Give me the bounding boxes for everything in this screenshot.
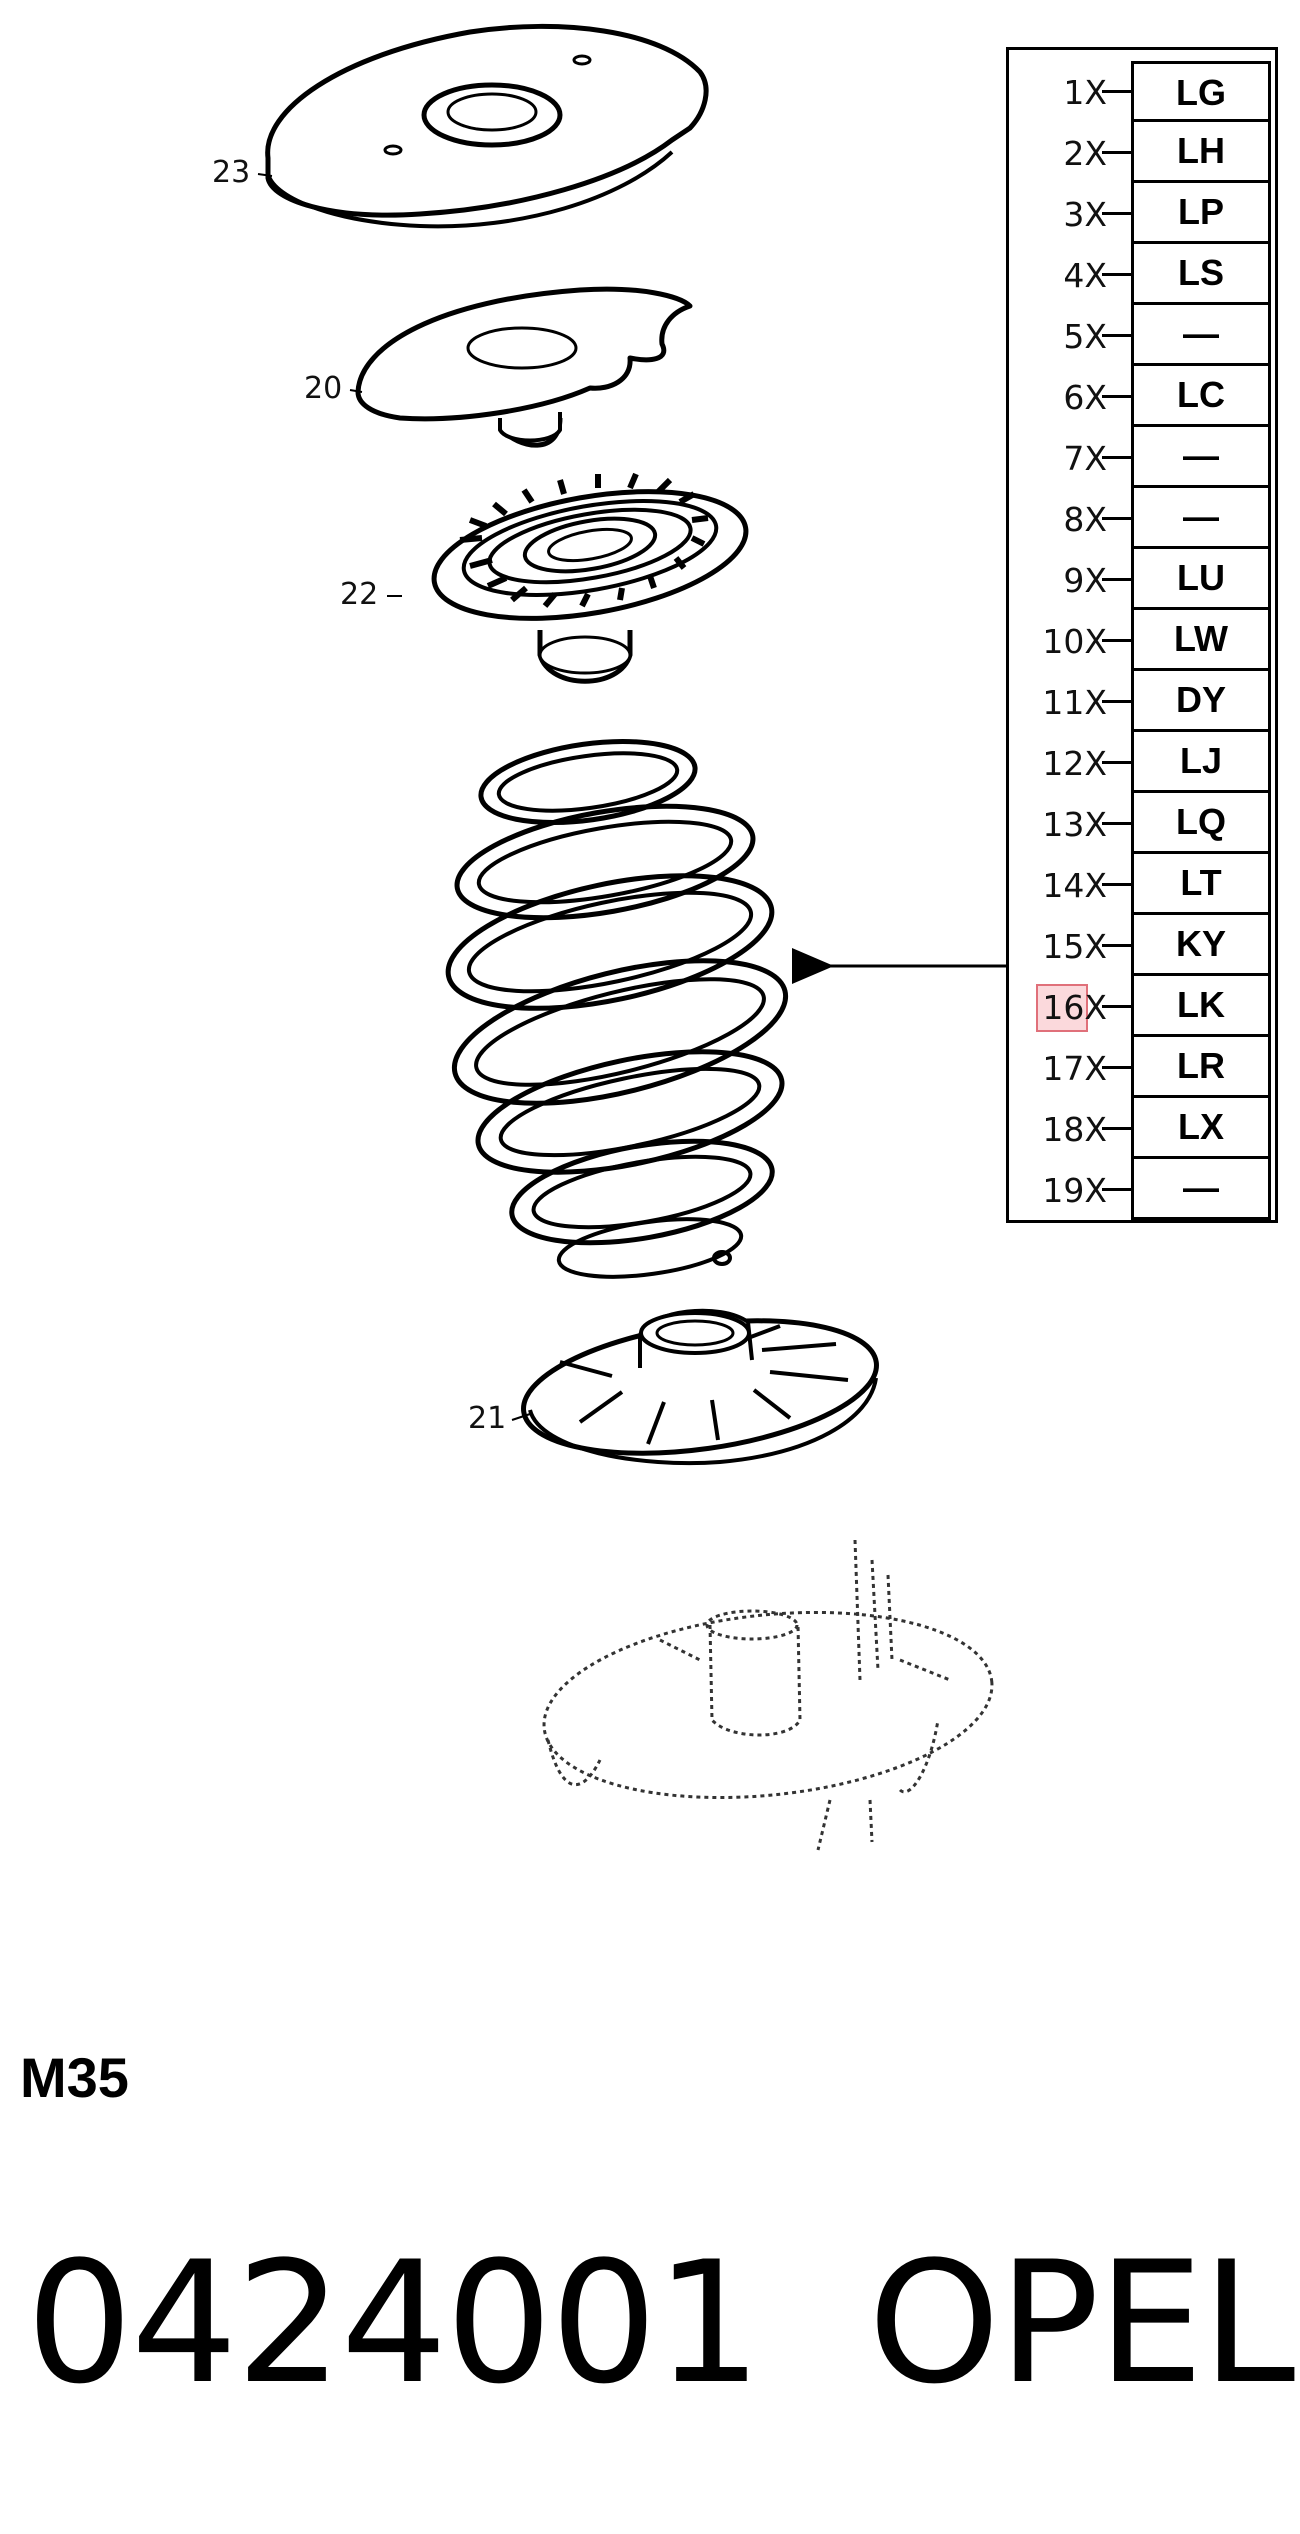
row-leader-tick	[1102, 151, 1132, 154]
variant-row: 4X LS	[1009, 244, 1275, 305]
variant-row: 9X LU	[1009, 549, 1275, 610]
variant-qty: 17X	[1042, 1049, 1107, 1088]
diagram-code: M35	[20, 2046, 129, 2109]
callout-20: 20	[304, 371, 343, 406]
row-leader-tick	[1102, 761, 1132, 764]
spring-seat-part-21	[521, 1308, 879, 1466]
variant-code: LS	[1131, 244, 1271, 305]
variant-qty: 4X	[1063, 256, 1107, 295]
row-leader-tick	[1102, 883, 1132, 886]
row-leader-tick	[1102, 578, 1132, 581]
variant-code: —	[1131, 305, 1271, 366]
variant-row: 1X LG	[1009, 61, 1275, 122]
variant-row: 5X —	[1009, 305, 1275, 366]
variant-row: 18X LX	[1009, 1098, 1275, 1159]
variant-code: LQ	[1131, 793, 1271, 854]
row-leader-tick	[1102, 1005, 1132, 1008]
variant-qty: 1X	[1063, 73, 1107, 112]
variant-qty: 6X	[1063, 378, 1107, 417]
variant-row: 15X KY	[1009, 915, 1275, 976]
variant-row: 6X LC	[1009, 366, 1275, 427]
variant-row: 11X DY	[1009, 671, 1275, 732]
variant-qty: 13X	[1042, 805, 1107, 844]
variant-code: LW	[1131, 610, 1271, 671]
row-leader-tick	[1102, 639, 1132, 642]
coil-spring	[445, 738, 789, 1279]
variant-qty: 8X	[1063, 500, 1107, 539]
row-leader-tick	[1102, 1188, 1132, 1191]
variant-code: —	[1131, 1159, 1271, 1220]
variant-row: 3X LP	[1009, 183, 1275, 244]
row-leader-tick	[1102, 517, 1132, 520]
variant-row: 17X LR	[1009, 1037, 1275, 1098]
variant-code: LK	[1131, 976, 1271, 1037]
strut-top-outline	[542, 1539, 994, 1851]
variant-row: 13X LQ	[1009, 793, 1275, 854]
top-mount-plate-part-23	[265, 23, 709, 229]
variant-code: LT	[1131, 854, 1271, 915]
variant-qty: 5X	[1063, 317, 1107, 356]
variant-qty: 15X	[1042, 927, 1107, 966]
washer-plate-part-20	[355, 286, 693, 448]
variant-qty: 12X	[1042, 744, 1107, 783]
variant-code: DY	[1131, 671, 1271, 732]
brand-name: OPEL	[868, 2225, 1295, 2421]
row-leader-tick	[1102, 822, 1132, 825]
variant-code: —	[1131, 488, 1271, 549]
variant-code: LC	[1131, 366, 1271, 427]
row-leader-tick	[1102, 212, 1132, 215]
variant-code: LH	[1131, 122, 1271, 183]
variant-row: 12X LJ	[1009, 732, 1275, 793]
row-leader-tick	[1102, 1066, 1132, 1069]
row-leader-tick	[1102, 90, 1132, 93]
variant-code-table: 1X LG 2X LH 3X LP 4X LS 5X — 6X LC	[1006, 47, 1278, 1223]
row-leader-tick	[1102, 1127, 1132, 1130]
variant-code: LX	[1131, 1098, 1271, 1159]
variant-code: LR	[1131, 1037, 1271, 1098]
variant-qty: 19X	[1042, 1171, 1107, 1210]
variant-qty: 10X	[1042, 622, 1107, 661]
variant-row-highlighted: 16X LK	[1009, 976, 1275, 1037]
strut-bearing-part-22	[431, 472, 749, 684]
variant-qty: 9X	[1063, 561, 1107, 600]
callout-leader-lines	[257, 173, 531, 1421]
part-number: 0424001	[26, 2225, 762, 2421]
variant-row: 2X LH	[1009, 122, 1275, 183]
variant-qty: 14X	[1042, 866, 1107, 905]
variant-row: 10X LW	[1009, 610, 1275, 671]
variant-code: —	[1131, 427, 1271, 488]
variant-row: 7X —	[1009, 427, 1275, 488]
row-leader-tick	[1102, 456, 1132, 459]
row-leader-tick	[1102, 700, 1132, 703]
variant-row: 14X LT	[1009, 854, 1275, 915]
variant-qty: 18X	[1042, 1110, 1107, 1149]
callout-23: 23	[212, 155, 251, 190]
variant-qty: 7X	[1063, 439, 1107, 478]
row-leader-tick	[1102, 395, 1132, 398]
variant-qty: 2X	[1063, 134, 1107, 173]
row-leader-tick	[1102, 334, 1132, 337]
callout-22: 22	[340, 577, 379, 612]
variant-row: 8X —	[1009, 488, 1275, 549]
variant-qty: 11X	[1042, 683, 1107, 722]
callout-21: 21	[468, 1401, 507, 1436]
highlight-box	[1036, 984, 1088, 1032]
variant-code: KY	[1131, 915, 1271, 976]
variant-code: LU	[1131, 549, 1271, 610]
variant-qty: 3X	[1063, 195, 1107, 234]
variant-code: LP	[1131, 183, 1271, 244]
variant-code: LJ	[1131, 732, 1271, 793]
variant-code: LG	[1131, 61, 1271, 122]
row-leader-tick	[1102, 944, 1132, 947]
variant-qty: 16X	[1042, 988, 1107, 1027]
row-leader-tick	[1102, 273, 1132, 276]
variant-row: 19X —	[1009, 1159, 1275, 1220]
